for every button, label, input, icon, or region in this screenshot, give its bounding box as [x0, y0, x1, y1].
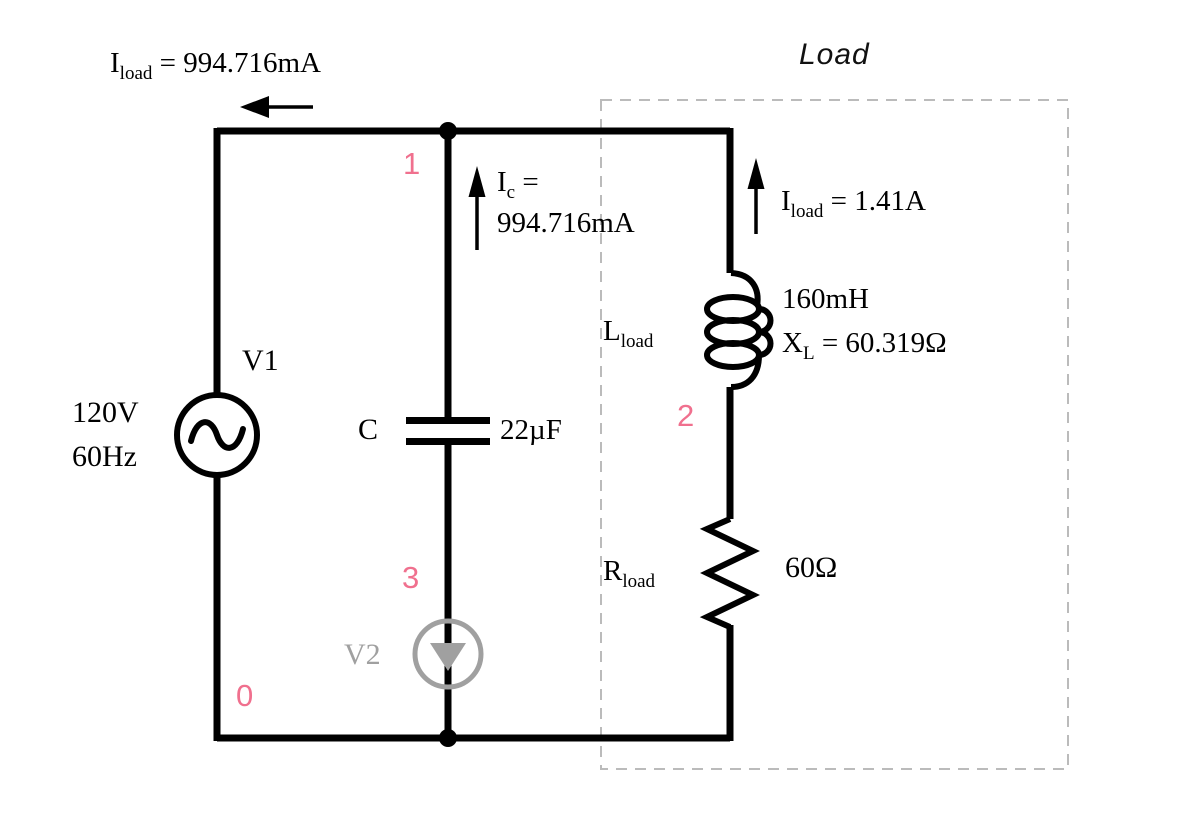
junction-dot-bottom: [439, 729, 457, 747]
v1-voltage: 120V: [72, 396, 139, 429]
load-section-title: Load: [799, 38, 870, 71]
down-arrow-icon: [430, 643, 466, 671]
v1-ac-source-symbol: [174, 392, 260, 478]
capacitor-value-label: 22µF: [500, 414, 562, 446]
capacitor-current-arrow: [468, 166, 486, 250]
current-symbol: I: [781, 185, 791, 217]
v1-name-label: V1: [242, 344, 279, 377]
resistor-name-label: Rload: [603, 551, 655, 592]
reactance-symbol: X: [782, 327, 803, 359]
capacitor-symbol: [406, 417, 490, 445]
load-current-label: Iload = 1.41A: [781, 181, 926, 222]
capacitor-current-value: 994.716mA: [497, 207, 635, 239]
reactance-line: XL = 60.319Ω: [782, 321, 947, 365]
reactance-subscript: L: [802, 343, 815, 364]
inductance-value: 160mH: [782, 283, 869, 315]
resistor-value-label: 60Ω: [785, 551, 838, 584]
current-value: = 1.41A: [823, 185, 926, 217]
up-arrow-icon: [747, 158, 765, 189]
node-0-label: 0: [236, 678, 254, 713]
load-boundary-box: [600, 99, 1069, 770]
inductor-subscript: load: [620, 331, 654, 352]
v2-name-label: V2: [344, 638, 381, 671]
load-current-arrow: [747, 158, 765, 234]
resistor-zigzag-icon: [699, 516, 760, 630]
current-subscript: load: [790, 201, 824, 222]
source-circle: [174, 392, 260, 478]
source-current-label: Iload = 994.716mA: [110, 43, 321, 84]
inductor-name-label: Lload: [603, 311, 653, 352]
coil-bump-2: [758, 329, 774, 358]
v1-value-label: 120V 60Hz: [72, 391, 139, 479]
meter-circle: [412, 618, 484, 690]
capacitor-name-label: C: [358, 413, 379, 446]
inductor-value-label: 160mH XL = 60.319Ω: [782, 277, 947, 365]
current-value: = 994.716mA: [152, 47, 321, 79]
sine-wave-icon: [188, 419, 246, 451]
inductor-coil-icon: [704, 270, 774, 390]
reactance-value: = 60.319Ω: [814, 327, 947, 359]
node-2-label: 2: [677, 398, 695, 433]
current-subscript: load: [119, 63, 153, 84]
current-symbol: I: [110, 47, 120, 79]
up-arrow-icon: [468, 166, 486, 197]
capacitor-current-label: Ic = 994.716mA: [497, 162, 635, 244]
node-3-label: 3: [402, 560, 420, 595]
v1-frequency: 60Hz: [72, 440, 137, 473]
current-subscript: c: [506, 182, 516, 203]
coil-bottom-hook: [730, 354, 762, 390]
v2-meter-symbol: [412, 618, 484, 690]
source-current-arrow: [240, 96, 313, 118]
capacitor-current-line1: Ic =: [497, 162, 635, 203]
inductor-symbol-letter: L: [603, 315, 621, 347]
resistor-subscript: load: [622, 571, 656, 592]
left-arrow-icon: [240, 96, 269, 118]
current-symbol: I: [497, 166, 507, 198]
node-1-label: 1: [403, 146, 421, 181]
junction-dot-node1: [439, 122, 457, 140]
circuit-wires: [213, 122, 734, 747]
resistor-symbol-letter: R: [603, 555, 623, 587]
equals-sign: =: [515, 166, 539, 198]
